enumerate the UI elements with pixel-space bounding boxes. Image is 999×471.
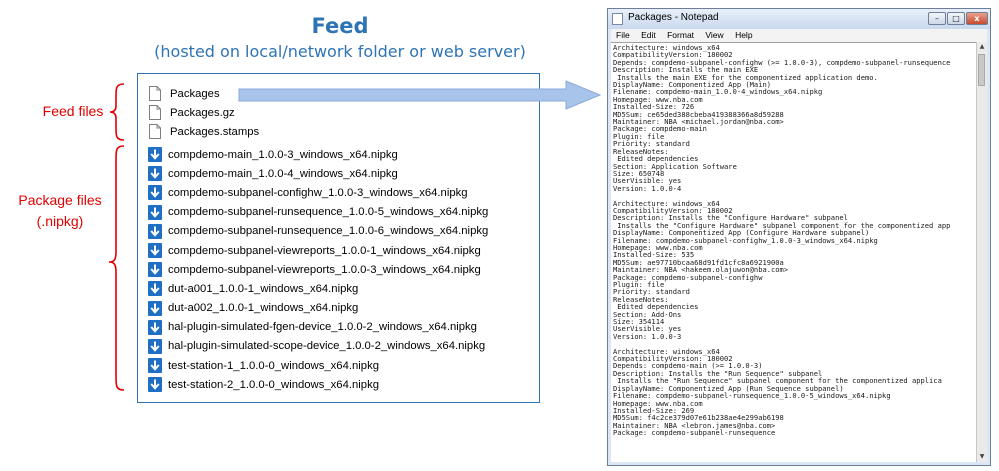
package-file-name: compdemo-subpanel-viewreports_1.0.0-3_wi… bbox=[168, 263, 481, 276]
download-arrow-icon bbox=[148, 281, 162, 297]
minimize-button[interactable]: – bbox=[928, 12, 946, 25]
menu-file[interactable]: File bbox=[616, 30, 630, 40]
download-arrow-icon bbox=[148, 185, 162, 201]
package-file-name: compdemo-subpanel-runsequence_1.0.0-6_wi… bbox=[168, 225, 489, 238]
download-arrow-icon bbox=[148, 358, 162, 374]
download-arrow-icon bbox=[148, 223, 162, 239]
packages-to-notepad-arrow bbox=[238, 80, 602, 110]
feed-file-name: Packages.gz bbox=[170, 106, 235, 119]
feed-file-item[interactable]: Packages.stamps bbox=[148, 122, 539, 141]
feed-files-label: Feed files bbox=[42, 103, 104, 119]
package-file-list: compdemo-main_1.0.0-3_windows_x64.nipkg … bbox=[148, 145, 539, 394]
package-file-name: compdemo-subpanel-confighw_1.0.0-3_windo… bbox=[168, 186, 468, 199]
package-file-item[interactable]: dut-a002_1.0.0-1_windows_x64.nipkg bbox=[148, 299, 539, 318]
feed-file-item[interactable]: Packages.gz bbox=[148, 103, 539, 122]
feed-title: Feed bbox=[311, 14, 369, 38]
package-file-item[interactable]: hal-plugin-simulated-scope-device_1.0.0-… bbox=[148, 337, 539, 356]
scroll-down-icon[interactable]: ▼ bbox=[979, 453, 985, 460]
download-arrow-icon bbox=[148, 377, 162, 393]
vertical-scrollbar[interactable]: ▲ ▼ bbox=[976, 42, 987, 462]
package-file-name: hal-plugin-simulated-scope-device_1.0.0-… bbox=[168, 340, 486, 353]
close-button[interactable]: x bbox=[966, 12, 988, 25]
package-file-item[interactable]: hal-plugin-simulated-fgen-device_1.0.0-2… bbox=[148, 318, 539, 337]
notepad-text: Architecture: windows_x64 CompatibilityV… bbox=[613, 43, 951, 438]
feed-files-brace bbox=[109, 83, 125, 141]
package-file-item[interactable]: compdemo-subpanel-runsequence_1.0.0-5_wi… bbox=[148, 203, 539, 222]
package-file-name: test-station-2_1.0.0-0_windows_x64.nipkg bbox=[168, 378, 380, 391]
package-file-name: compdemo-subpanel-viewreports_1.0.0-1_wi… bbox=[168, 244, 481, 257]
feed-folder-listing: Packages Packages.gz Packages.stamps com… bbox=[137, 73, 540, 403]
package-file-name: compdemo-subpanel-runsequence_1.0.0-5_wi… bbox=[168, 206, 489, 219]
scroll-up-icon[interactable]: ▲ bbox=[979, 43, 985, 50]
download-arrow-icon bbox=[148, 319, 162, 335]
package-file-name: compdemo-main_1.0.0-3_windows_x64.nipkg bbox=[168, 148, 398, 161]
maximize-button[interactable]: □ bbox=[947, 12, 965, 25]
package-file-item[interactable]: compdemo-subpanel-runsequence_1.0.0-6_wi… bbox=[148, 222, 539, 241]
package-files-label: Package files (.nipkg) bbox=[0, 190, 120, 232]
package-file-item[interactable]: compdemo-subpanel-viewreports_1.0.0-3_wi… bbox=[148, 260, 539, 279]
package-file-item[interactable]: test-station-1_1.0.0-0_windows_x64.nipkg bbox=[148, 356, 539, 375]
notepad-app-icon bbox=[612, 13, 623, 25]
notepad-title: Packages - Notepad bbox=[628, 12, 719, 23]
menu-format[interactable]: Format bbox=[667, 30, 695, 40]
download-arrow-icon bbox=[148, 338, 162, 354]
download-arrow-icon bbox=[148, 243, 162, 259]
download-arrow-icon bbox=[148, 166, 162, 182]
package-files-brace bbox=[108, 145, 125, 391]
document-icon bbox=[148, 105, 162, 121]
package-file-item[interactable]: compdemo-subpanel-viewreports_1.0.0-1_wi… bbox=[148, 241, 539, 260]
package-file-item[interactable]: dut-a001_1.0.0-1_windows_x64.nipkg bbox=[148, 279, 539, 298]
feed-file-item[interactable]: Packages bbox=[148, 84, 539, 103]
notepad-titlebar[interactable]: Packages - Notepad – □ x bbox=[608, 9, 990, 29]
menu-edit[interactable]: Edit bbox=[641, 30, 656, 40]
package-file-item[interactable]: compdemo-subpanel-confighw_1.0.0-3_windo… bbox=[148, 183, 539, 202]
document-icon bbox=[148, 86, 162, 102]
download-arrow-icon bbox=[148, 204, 162, 220]
package-file-name: compdemo-main_1.0.0-4_windows_x64.nipkg bbox=[168, 167, 398, 180]
notepad-window: Packages - Notepad – □ x File Edit Forma… bbox=[607, 8, 991, 466]
package-file-name: test-station-1_1.0.0-0_windows_x64.nipkg bbox=[168, 359, 380, 372]
package-file-item[interactable]: test-station-2_1.0.0-0_windows_x64.nipkg bbox=[148, 375, 539, 394]
package-file-name: dut-a001_1.0.0-1_windows_x64.nipkg bbox=[168, 282, 359, 295]
package-file-item[interactable]: compdemo-main_1.0.0-4_windows_x64.nipkg bbox=[148, 164, 539, 183]
package-files-ext: (.nipkg) bbox=[36, 213, 84, 229]
download-arrow-icon bbox=[148, 300, 162, 316]
notepad-text-area[interactable]: Architecture: windows_x64 CompatibilityV… bbox=[611, 42, 977, 462]
document-icon bbox=[148, 124, 162, 140]
menu-view[interactable]: View bbox=[705, 30, 724, 40]
scroll-thumb[interactable] bbox=[978, 54, 985, 86]
package-file-name: hal-plugin-simulated-fgen-device_1.0.0-2… bbox=[168, 321, 477, 334]
download-arrow-icon bbox=[148, 262, 162, 278]
package-file-name: dut-a002_1.0.0-1_windows_x64.nipkg bbox=[168, 302, 359, 315]
feed-file-name: Packages.stamps bbox=[170, 125, 260, 138]
feed-file-name: Packages bbox=[170, 87, 220, 100]
package-file-item[interactable]: compdemo-main_1.0.0-3_windows_x64.nipkg bbox=[148, 145, 539, 164]
feed-file-list: Packages Packages.gz Packages.stamps bbox=[148, 84, 539, 142]
package-files-label-text: Package files bbox=[18, 192, 102, 208]
feed-subtitle: (hosted on local/network folder or web s… bbox=[154, 42, 526, 61]
notepad-menubar: File Edit Format View Help bbox=[611, 29, 987, 42]
download-arrow-icon bbox=[148, 147, 162, 163]
menu-help[interactable]: Help bbox=[735, 30, 753, 40]
